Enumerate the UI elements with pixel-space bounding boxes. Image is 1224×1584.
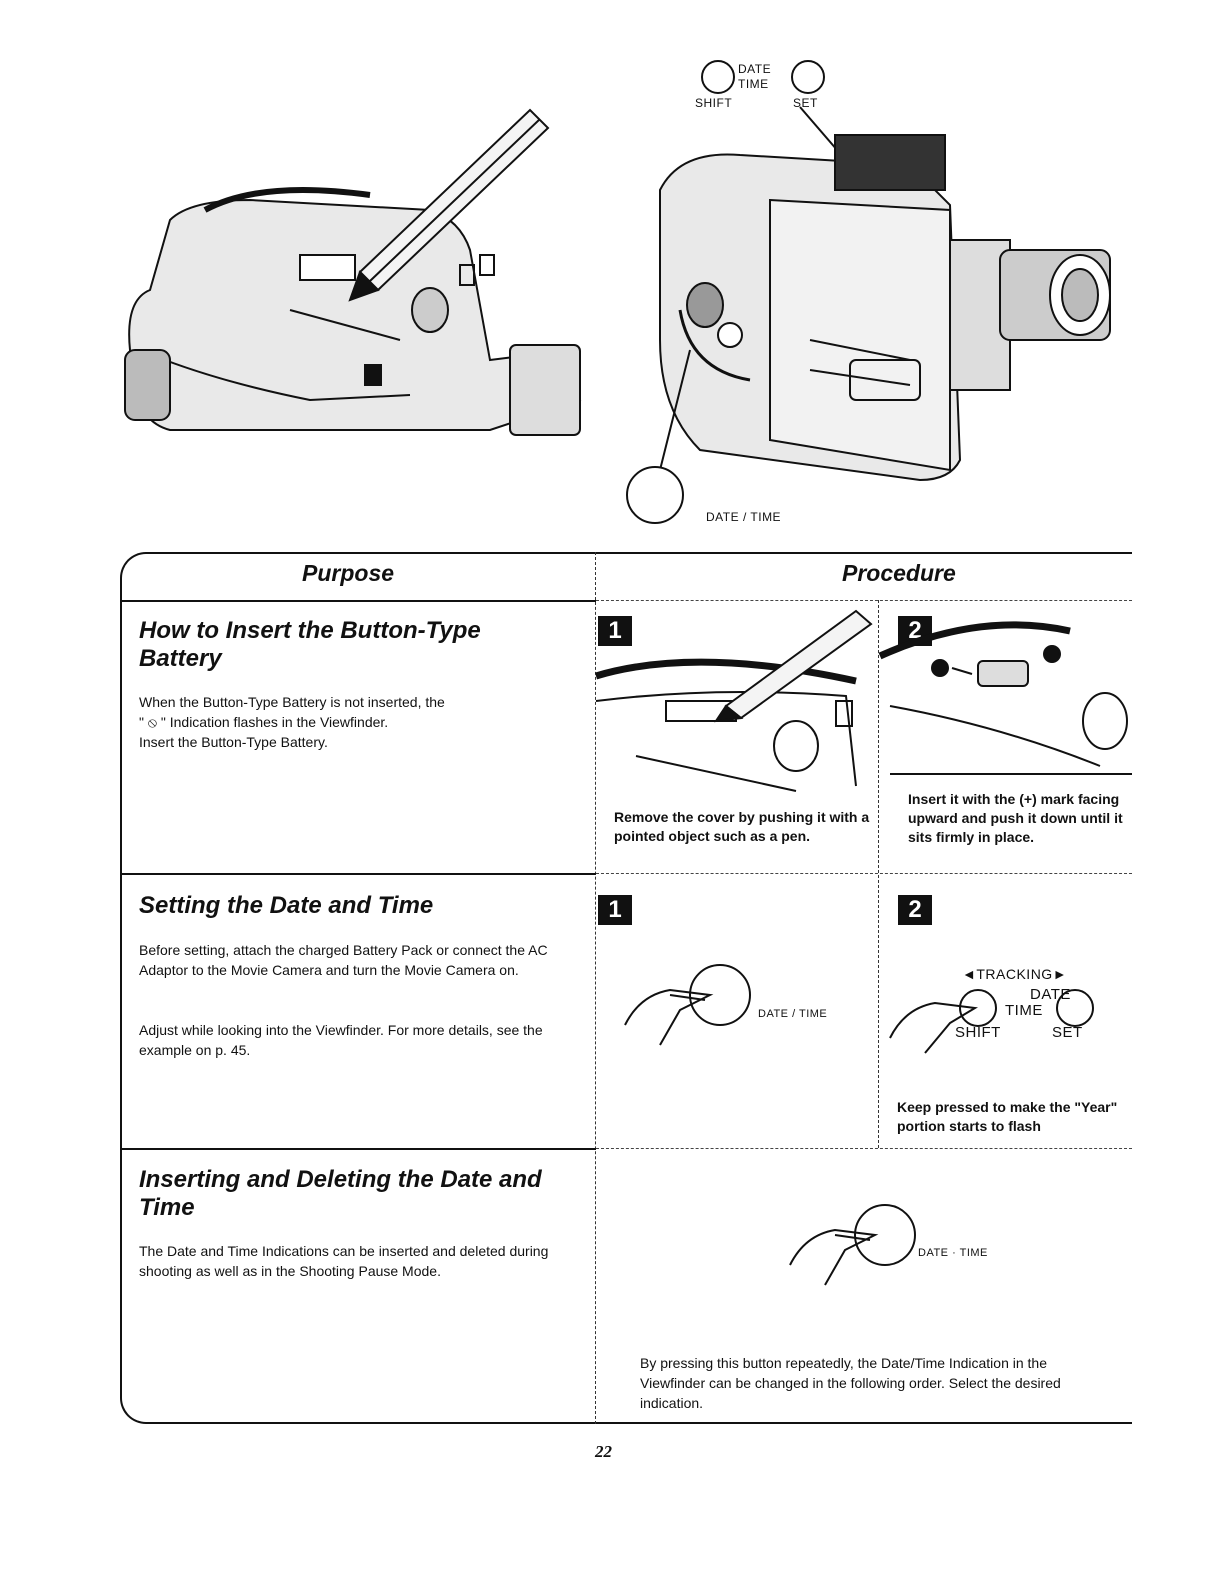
date-time-button-label: DATE · TIME [918, 1247, 988, 1259]
shift-set-press-icon [889, 989, 1094, 1054]
step-1-text-battery: Remove the cover by pushing it with a po… [614, 809, 870, 844]
date-time-button-label: DATE / TIME [758, 1008, 828, 1020]
column-divider [595, 552, 596, 1424]
header-rule-left [120, 600, 596, 602]
body-line-1: When the Button-Type Battery is not inse… [139, 694, 445, 710]
purpose-procedure-table [120, 552, 1132, 1424]
remove-cover-illustration [594, 609, 873, 792]
shift-label: SHIFT [955, 1024, 1001, 1041]
finger-press-date-time-icon [624, 964, 751, 1046]
shift-label-top: SHIFT [695, 96, 733, 110]
date-time-label-bottom: DATE / TIME [706, 510, 782, 524]
shift-set-date-label: DATE [1030, 986, 1071, 1003]
section-body-battery: When the Button-Type Battery is not inse… [139, 692, 579, 752]
insert-delete-procedure-text: By pressing this button repeatedly, the … [640, 1355, 1061, 1411]
date-label-top: DATE [738, 62, 772, 76]
row-rule-2-right [596, 1148, 1132, 1149]
page-number: 22 [595, 1442, 612, 1461]
row-rule-1-left [120, 873, 596, 875]
section-title-insert-delete: Inserting and Deleting the Date and Time [139, 1166, 542, 1221]
section-body-date-time-1: Before setting, attach the charged Batte… [139, 942, 548, 978]
set-label: SET [1052, 1024, 1083, 1041]
body-line-3: Insert the Button-Type Battery. [139, 734, 328, 750]
body-line-2: " ⦸ " Indication flashes in the Viewfind… [139, 714, 389, 730]
finger-press-date-time-icon [789, 1204, 916, 1286]
time-label-top: TIME [738, 77, 769, 91]
camcorder-side-illustration [124, 108, 582, 436]
header-rule-right [596, 600, 1132, 601]
step-number-box: 2 [898, 895, 932, 925]
set-label-top: SET [793, 96, 818, 110]
camcorder-front-illustration [626, 60, 1111, 524]
procedure-header: Procedure [842, 560, 956, 586]
step-number-box: 1 [598, 895, 632, 925]
section-body-date-time-2: Adjust while looking into the Viewfinder… [139, 1022, 543, 1058]
section-title-battery: How to Insert the Button-Type Battery [139, 617, 481, 672]
tracking-label: ◄TRACKING► [962, 966, 1068, 982]
row-rule-2-left [120, 1148, 596, 1150]
purpose-header: Purpose [302, 560, 395, 586]
insert-battery-illustration [878, 621, 1132, 775]
shift-set-time-label: TIME [1005, 1002, 1043, 1019]
section-title-date-time: Setting the Date and Time [139, 892, 434, 919]
step-2-text-battery: Insert it with the (+) mark facing upwar… [908, 791, 1123, 845]
procedure-step-divider [878, 600, 879, 1148]
section-body-insert-delete: The Date and Time Indications can be ins… [139, 1243, 549, 1279]
step-2-text-date-time: Keep pressed to make the "Year" portion … [897, 1099, 1118, 1134]
row-rule-1-right [596, 873, 1132, 874]
step-number-box: 1 [598, 616, 632, 646]
